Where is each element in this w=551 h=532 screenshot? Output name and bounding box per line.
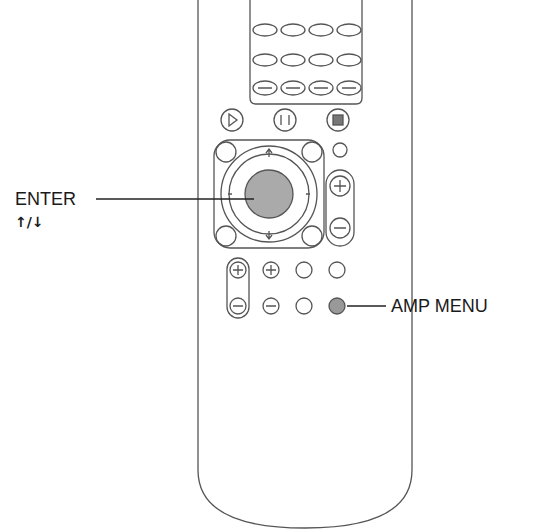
- lower-buttons: [227, 258, 345, 318]
- amp-menu-button: [329, 298, 345, 314]
- button-label: AMP MENU: [391, 296, 488, 316]
- navigation-pad: [214, 140, 324, 248]
- remote-body: [198, 0, 412, 528]
- top-panel: [250, 0, 362, 104]
- leader-line: [96, 198, 254, 199]
- button-label: ENTER: [15, 189, 76, 209]
- leader-line: [347, 305, 386, 306]
- top-buttons: [253, 24, 361, 95]
- enter-button: [245, 170, 293, 218]
- side-buttons: [326, 143, 354, 246]
- transport-buttons: [221, 109, 349, 131]
- arrow-keys-label: ↑/↓: [15, 212, 44, 232]
